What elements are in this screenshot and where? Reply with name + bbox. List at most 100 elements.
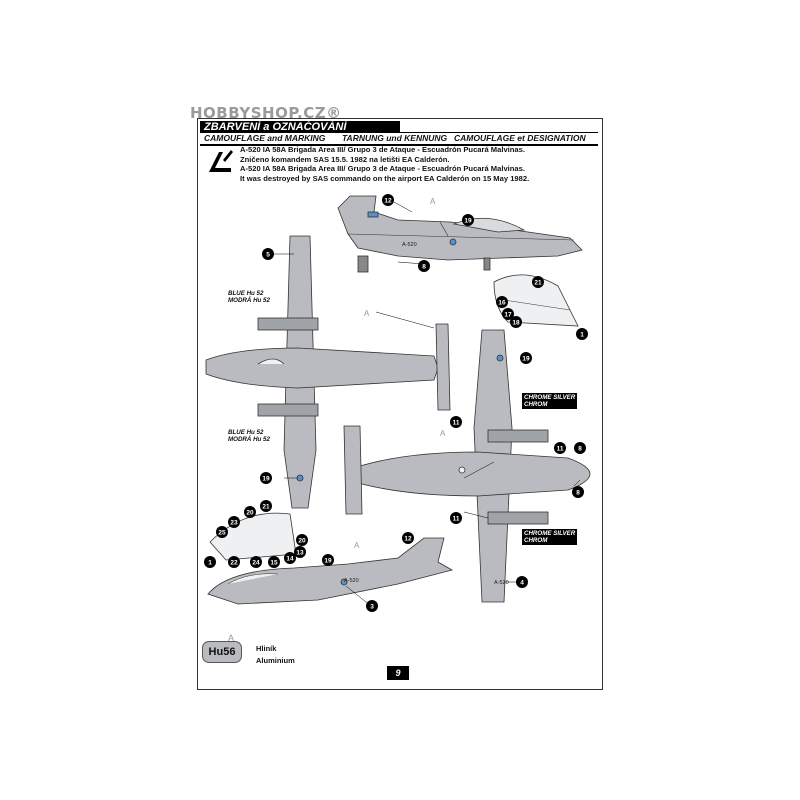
header-title: ZBARVENÍ a OZNAČOVÁNÍ	[200, 121, 400, 133]
callout-marker: 25	[216, 526, 228, 538]
serial-marking: A-520	[402, 242, 417, 248]
svg-text:19: 19	[522, 356, 530, 363]
callout-marker: 1	[576, 328, 588, 340]
svg-text:24: 24	[252, 560, 260, 567]
paint-label-cz: MODRÁ Hu 52	[228, 436, 270, 443]
callout-marker: 3	[366, 600, 378, 612]
top-view	[205, 235, 451, 509]
svg-text:23: 23	[230, 520, 238, 527]
paint-label-chrome-lower: CHROME SILVER CHROM	[522, 529, 578, 545]
callout-marker: 19	[322, 554, 334, 566]
svg-text:8: 8	[422, 264, 426, 271]
svg-text:15: 15	[270, 560, 278, 567]
svg-text:5: 5	[266, 252, 270, 259]
paint-label-chrome-upper: CHROME SILVER CHROM	[522, 393, 578, 409]
svg-text:11: 11	[557, 446, 564, 453]
callout-marker: 22	[228, 556, 240, 568]
callout-marker: 18	[510, 316, 522, 328]
color-ref-mark: A	[430, 197, 436, 206]
callout-marker: 8	[572, 486, 584, 498]
svg-text:17: 17	[504, 312, 512, 319]
subtitle-de: TARNUNG und KENNUNG	[342, 133, 448, 143]
svg-text:14: 14	[286, 556, 294, 563]
aircraft-drawings: A-520 A-520 A-520 A A A A 12 19 8 5 21 1…	[204, 194, 591, 612]
callout-marker: 20	[296, 534, 308, 546]
callout-marker: 23	[228, 516, 240, 528]
side-profile-bottom	[207, 537, 454, 605]
color-ref-mark: A	[364, 309, 370, 318]
paint-label-blue-upper: BLUE Hu 52 MODRÁ Hu 52	[228, 290, 270, 304]
paint-label-en: CHROME SILVER	[524, 394, 576, 401]
svg-text:3: 3	[370, 604, 374, 611]
callout-marker: 11	[554, 442, 566, 454]
svg-text:19: 19	[324, 558, 332, 565]
description-line: A-520 IA 58A Brigada Area III/ Grupo 3 d…	[240, 164, 525, 173]
underside-view	[343, 329, 591, 603]
svg-text:1: 1	[208, 560, 212, 567]
callout-marker: 21	[532, 276, 544, 288]
svg-text:13: 13	[296, 550, 304, 557]
paint-label-en: BLUE Hu 52	[228, 429, 264, 436]
svg-text:19: 19	[464, 218, 472, 225]
svg-text:21: 21	[534, 280, 542, 287]
legend-swatch-hu56: Hu56	[202, 641, 242, 663]
svg-text:25: 25	[218, 530, 226, 537]
watermark: HOBBYSHOP.CZ®	[190, 104, 342, 122]
callout-marker: 12	[402, 532, 414, 544]
svg-text:11: 11	[453, 516, 460, 523]
subtitle-fr: CAMOUFLAGE et DESIGNATION	[454, 133, 586, 143]
callout-marker: 12	[382, 194, 394, 206]
serial-marking: A-520	[494, 580, 509, 586]
callout-marker: 20	[244, 506, 256, 518]
svg-text:8: 8	[576, 490, 580, 497]
paint-label-cz: MODRÁ Hu 52	[228, 297, 270, 304]
paint-label-en: BLUE Hu 52	[228, 290, 264, 297]
paint-label-cz: CHROM	[524, 537, 548, 544]
svg-text:18: 18	[512, 320, 520, 327]
svg-text:1: 1	[580, 332, 584, 339]
callout-marker: 8	[418, 260, 430, 272]
callout-marker: 19	[520, 352, 532, 364]
paint-label-blue-lower: BLUE Hu 52 MODRÁ Hu 52	[228, 429, 270, 443]
subtitle-en: CAMOUFLAGE and MARKING	[204, 133, 326, 143]
legend-name-cz: Hliník	[256, 644, 277, 653]
svg-text:11: 11	[453, 420, 460, 427]
svg-text:12: 12	[404, 536, 412, 543]
callout-marker: 21	[260, 500, 272, 512]
legend-text: Hliník Aluminium	[256, 643, 295, 667]
svg-text:8: 8	[578, 446, 582, 453]
callout-marker: 8	[574, 442, 586, 454]
callout-marker: 19	[462, 214, 474, 226]
canopy-detail-right	[493, 274, 579, 327]
callout-marker: 11	[450, 416, 462, 428]
paint-label-cz: CHROM	[524, 401, 548, 408]
svg-text:16: 16	[498, 300, 506, 307]
description: A-520 IA 58A Brigada Area III/ Grupo 3 d…	[240, 145, 598, 183]
callout-marker: 4	[516, 576, 528, 588]
color-ref-mark: A	[354, 541, 360, 550]
callout-marker: 14	[284, 552, 296, 564]
svg-text:4: 4	[520, 580, 524, 587]
paint-label-en: CHROME SILVER	[524, 530, 576, 537]
header-subtitles: CAMOUFLAGE and MARKING TARNUNG und KENNU…	[200, 132, 598, 146]
svg-text:21: 21	[262, 504, 270, 511]
svg-text:22: 22	[230, 560, 238, 567]
svg-text:20: 20	[298, 538, 306, 545]
callout-marker: 5	[262, 248, 274, 260]
page-number: 9	[387, 666, 409, 680]
svg-text:20: 20	[246, 510, 254, 517]
callout-marker: 16	[496, 296, 508, 308]
callout-marker: 15	[268, 556, 280, 568]
legend-name-en: Aluminium	[256, 656, 295, 665]
callout-marker: 24	[250, 556, 262, 568]
svg-text:19: 19	[262, 476, 270, 483]
callout-marker: 1	[204, 556, 216, 568]
legend-mark: A	[228, 633, 235, 643]
side-profile-top	[337, 195, 583, 273]
description-line: It was destroyed by SAS commando on the …	[240, 173, 530, 183]
color-ref-mark: A	[440, 429, 446, 438]
publisher-logo	[205, 146, 235, 176]
callout-marker: 17	[502, 308, 514, 320]
serial-marking: A-520	[344, 578, 359, 584]
callout-marker: 19	[260, 472, 272, 484]
